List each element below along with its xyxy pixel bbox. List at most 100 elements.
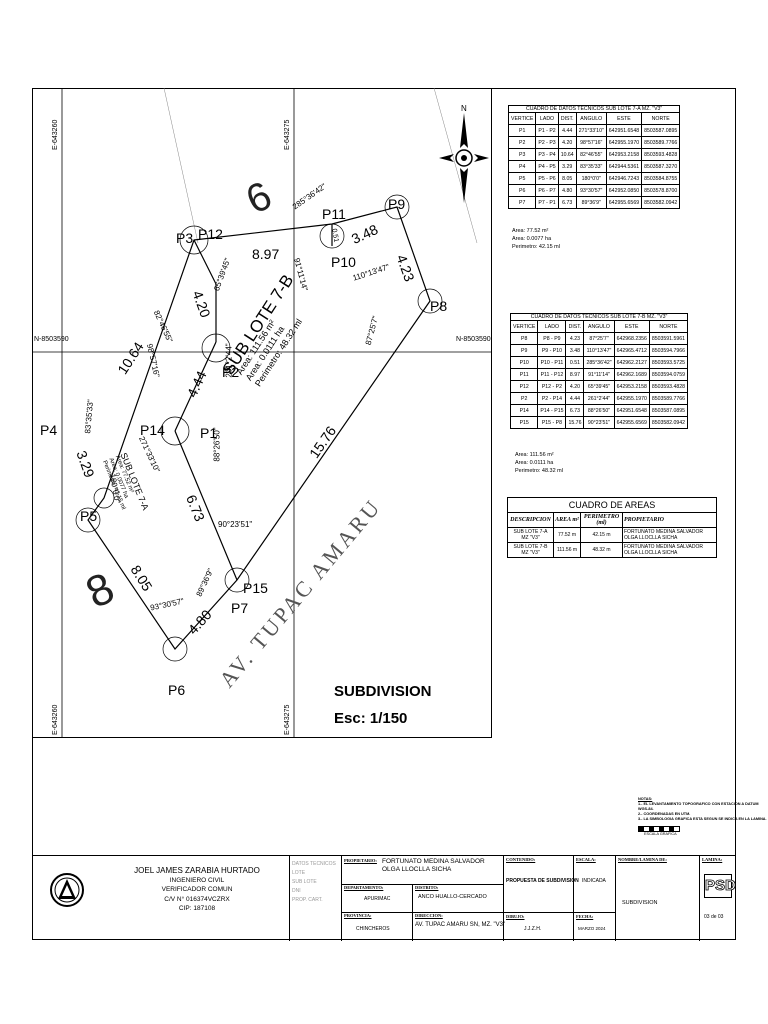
table-cell: 83°35'33" bbox=[575, 160, 607, 173]
table-cell: 8503593.4828 bbox=[648, 380, 689, 393]
contenido-cell: CONTENIDO: PROPUESTA DE SUBDIVISION DIBU… bbox=[504, 856, 579, 941]
escala-fecha-cell: ESCALA: INDICADA FECHA: MARZO 2024 bbox=[574, 856, 616, 941]
table-cell: P14 - P15 bbox=[537, 404, 567, 417]
table-cell: 271°33'10" bbox=[575, 124, 607, 137]
table-cell: P2 bbox=[509, 392, 539, 405]
table-cell: P9 - P10 bbox=[537, 344, 567, 357]
table-cell: 87°25'7" bbox=[583, 332, 615, 345]
point-label: P10 bbox=[331, 254, 356, 270]
table-cell: 642955.1970 bbox=[605, 136, 643, 149]
north-label: N bbox=[461, 104, 467, 113]
engineer-name: JOEL JAMES ZARABIA HURTADO bbox=[134, 866, 260, 875]
table-cell: P4 bbox=[507, 160, 537, 173]
lamina-cell: LAMINA: PSD 03 de 03 bbox=[702, 857, 736, 920]
table-cell: P4 - P5 bbox=[535, 160, 559, 173]
neighbor-line bbox=[163, 88, 199, 244]
grid-label-e-right-top: E-643275 bbox=[284, 119, 291, 150]
point-label: P2 bbox=[222, 364, 240, 380]
grid-label-e-left-top: E-643260 bbox=[52, 119, 59, 150]
sheet-frame bbox=[32, 88, 736, 940]
table-cell: 4.20 bbox=[565, 380, 585, 393]
table-cell: 642953.2158 bbox=[605, 148, 643, 161]
table-cell: P10 - P11 bbox=[537, 356, 567, 369]
table-cell: 4.44 bbox=[565, 392, 585, 405]
table-cell: P1 - P2 bbox=[535, 124, 559, 137]
table-cell: 15.76 bbox=[565, 416, 585, 429]
table-cell: P8 bbox=[509, 332, 539, 345]
table-cell: P15 bbox=[509, 416, 539, 429]
table-cell: 8503578.8700 bbox=[641, 184, 681, 197]
table-cell: 6.73 bbox=[557, 196, 577, 209]
table-cell: 4.44 bbox=[557, 124, 577, 137]
table-cell: 642944.5361 bbox=[605, 160, 643, 173]
table-cell: P12 - P2 bbox=[537, 380, 567, 393]
table-cell: 8503587.0895 bbox=[641, 124, 681, 137]
grid-label-e-right-bottom: E-643275 bbox=[284, 704, 291, 735]
table-cell: P9 bbox=[509, 344, 539, 357]
table-cell: 8503584.8755 bbox=[641, 172, 681, 185]
table-cell: 8503594.7966 bbox=[648, 344, 689, 357]
boundary-p12-p2 bbox=[193, 239, 217, 285]
angle-label: 88°26'50" bbox=[212, 427, 222, 462]
table-cell: 10.64 bbox=[557, 148, 577, 161]
table-cell: 642965.4712 bbox=[613, 344, 650, 357]
tech-table-sub-lote-7a: CUADRO DE DATOS TECNICOS SUB LOTE 7-A MZ… bbox=[507, 105, 681, 209]
point-label: P8 bbox=[430, 298, 448, 314]
table-cell: 8503594.0759 bbox=[648, 368, 689, 381]
table-cell: 8.05 bbox=[557, 172, 577, 185]
table-cell: 4.80 bbox=[557, 184, 577, 197]
table-cell: P5 bbox=[507, 172, 537, 185]
point-label: P9 bbox=[388, 196, 406, 212]
engineer-seal-icon bbox=[50, 873, 84, 907]
table-cell: P7 - P1 bbox=[535, 196, 559, 209]
point-label: P1 bbox=[200, 425, 218, 441]
table-cell: P3 bbox=[507, 148, 537, 161]
table-cell: 642955.6569 bbox=[605, 196, 643, 209]
table-cell: P2 bbox=[507, 136, 537, 149]
table-cell: 261°2'44" bbox=[583, 392, 615, 405]
table-cell: 642955.1970 bbox=[613, 392, 650, 405]
title-block: JOEL JAMES ZARABIA HURTADO INGENIERO CIV… bbox=[32, 855, 736, 941]
table-cell: 82°46'55" bbox=[575, 148, 607, 161]
graphic-scale-bar bbox=[638, 826, 680, 832]
distance-label: 8.97 bbox=[252, 246, 280, 262]
table-cell: 0.51 bbox=[565, 356, 585, 369]
table-cell: 642951.6548 bbox=[605, 124, 643, 137]
grid-label-e-left-bottom: E-643260 bbox=[52, 704, 59, 735]
table-cell: 90°23'51" bbox=[583, 416, 615, 429]
point-label: P12 bbox=[198, 226, 223, 242]
point-label: P11 bbox=[322, 206, 346, 222]
table-cell: P6 - P7 bbox=[535, 184, 559, 197]
table-caption: CUADRO DE DATOS TECNICOS SUB LOTE 7-A MZ… bbox=[508, 105, 681, 112]
point-label: P3 bbox=[176, 230, 194, 246]
engineer-profession: INGENIERO CIVIL bbox=[169, 876, 225, 884]
table-cell: P10 bbox=[509, 356, 539, 369]
table-cell: 642962.1689 bbox=[613, 368, 650, 381]
boundary-p1-p15 bbox=[174, 430, 238, 581]
angle-label: 90°23'51" bbox=[218, 520, 253, 529]
engineer-cip: CIP: 187108 bbox=[178, 905, 216, 912]
plan-scale: Esc: 1/150 bbox=[334, 710, 408, 727]
table-cell: 8503587.0895 bbox=[648, 404, 689, 417]
plan-title: SUBDIVISION bbox=[334, 683, 432, 700]
table-cell: P3 - P4 bbox=[535, 148, 559, 161]
table-cell: 110°13'47" bbox=[583, 344, 615, 357]
